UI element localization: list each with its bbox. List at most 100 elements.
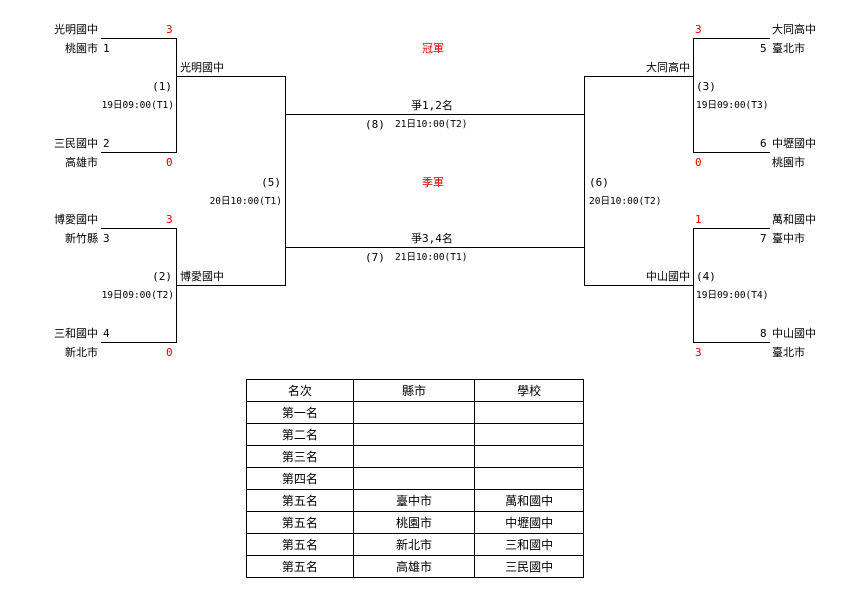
left-entry-1-school: 光明國中 — [54, 23, 98, 36]
match-7-number: (7) — [365, 251, 385, 264]
standings-header-row: 名次 縣市 學校 — [246, 379, 584, 402]
left-entry-2-score: 0 — [166, 156, 173, 169]
match-1-number: (1) — [152, 80, 172, 93]
school-cell: 三和國中 — [474, 533, 584, 556]
right-entry-1-seed: 5 — [760, 42, 767, 55]
match-8-time: 21日10:00(T2) — [395, 119, 468, 130]
match-2-winner: 博愛國中 — [180, 270, 224, 283]
rank-cell: 第一名 — [246, 401, 354, 424]
match-5-time: 20日10:00(T1) — [209, 196, 282, 207]
rank-cell: 第五名 — [246, 489, 354, 512]
standings-table: 名次 縣市 學校 第一名 第二名 第三名 第四名 第五名 臺中市 萬和國中 — [246, 379, 584, 578]
left-entry-3-seed: 3 — [103, 232, 110, 245]
left-entry-3-city: 新竹縣 — [65, 232, 98, 245]
left-entry-4-school: 三和國中 — [54, 327, 98, 340]
match-1-time: 19日09:00(T1) — [101, 100, 174, 111]
rank-cell: 第四名 — [246, 467, 354, 490]
match-2-time: 19日09:00(T2) — [101, 290, 174, 301]
right-entry-4-school: 中山國中 — [772, 327, 816, 340]
school-cell: 中壢國中 — [474, 511, 584, 534]
table-row: 第一名 — [246, 401, 584, 424]
bracket-line-m5 — [176, 76, 286, 286]
table-row: 第五名 高雄市 三民國中 — [246, 555, 584, 578]
right-entry-3-city: 臺中市 — [772, 232, 805, 245]
table-row: 第三名 — [246, 445, 584, 468]
match-2-number: (2) — [152, 270, 172, 283]
rank-cell: 第三名 — [246, 445, 354, 468]
right-entry-3-school: 萬和國中 — [772, 213, 816, 226]
rank-cell: 第五名 — [246, 555, 354, 578]
match-3-number: (3) — [696, 80, 716, 93]
right-entry-4-seed: 8 — [760, 327, 767, 340]
right-entry-3-seed: 7 — [760, 232, 767, 245]
school-cell: 三民國中 — [474, 555, 584, 578]
rank-cell: 第二名 — [246, 423, 354, 446]
right-entry-2-seed: 6 — [760, 137, 767, 150]
right-entry-1-school: 大同高中 — [772, 23, 816, 36]
city-cell — [352, 467, 476, 490]
header-rank: 名次 — [246, 379, 354, 402]
champion-title: 冠軍 — [422, 42, 444, 55]
left-entry-1-seed: 1 — [103, 42, 110, 55]
third-place-title: 季軍 — [422, 176, 444, 189]
city-cell: 高雄市 — [352, 555, 476, 578]
bracket-line-m4 — [693, 228, 770, 343]
table-row: 第五名 臺中市 萬和國中 — [246, 489, 584, 512]
school-cell — [474, 401, 584, 424]
city-cell — [352, 423, 476, 446]
right-entry-1-score: 3 — [695, 23, 702, 36]
match-6-number: (6) — [589, 176, 609, 189]
right-entry-4-city: 臺北市 — [772, 346, 805, 359]
city-cell — [352, 445, 476, 468]
table-row: 第二名 — [246, 423, 584, 446]
rank-cell: 第五名 — [246, 511, 354, 534]
left-entry-4-city: 新北市 — [65, 346, 98, 359]
match-4-time: 19日09:00(T4) — [696, 290, 769, 301]
match-7-time: 21日10:00(T1) — [395, 252, 468, 263]
left-entry-2-seed: 2 — [103, 137, 110, 150]
right-entry-2-score: 0 — [695, 156, 702, 169]
right-entry-2-school: 中壢國中 — [772, 137, 816, 150]
table-row: 第四名 — [246, 467, 584, 490]
match-5-number: (5) — [261, 176, 281, 189]
table-row: 第五名 新北市 三和國中 — [246, 533, 584, 556]
school-cell: 萬和國中 — [474, 489, 584, 512]
city-cell: 臺中市 — [352, 489, 476, 512]
city-cell — [352, 401, 476, 424]
school-cell — [474, 445, 584, 468]
match-6-time: 20日10:00(T2) — [589, 196, 662, 207]
bracket-line-m3 — [693, 38, 770, 153]
left-entry-1-score: 3 — [166, 23, 173, 36]
city-cell: 桃園市 — [352, 511, 476, 534]
left-entry-2-city: 高雄市 — [65, 156, 98, 169]
left-entry-4-score: 0 — [166, 346, 173, 359]
city-cell: 新北市 — [352, 533, 476, 556]
match-7-label: 爭3,4名 — [411, 232, 453, 245]
match-3-winner: 大同高中 — [646, 61, 690, 74]
left-entry-3-score: 3 — [166, 213, 173, 226]
left-entry-4-seed: 4 — [103, 327, 110, 340]
match-4-winner: 中山國中 — [646, 270, 690, 283]
rank-cell: 第五名 — [246, 533, 354, 556]
left-entry-3-school: 博愛國中 — [54, 213, 98, 226]
match-4-number: (4) — [696, 270, 716, 283]
match-8-number: (8) — [365, 118, 385, 131]
right-entry-1-city: 臺北市 — [772, 42, 805, 55]
school-cell — [474, 467, 584, 490]
right-entry-3-score: 1 — [695, 213, 702, 226]
match-1-winner: 光明國中 — [180, 61, 224, 74]
match-8-label: 爭1,2名 — [411, 99, 453, 112]
left-entry-1-city: 桃園市 — [65, 42, 98, 55]
school-cell — [474, 423, 584, 446]
header-city: 縣市 — [352, 379, 476, 402]
match-3-time: 19日09:00(T3) — [696, 100, 769, 111]
bracket-line-m2 — [101, 228, 177, 343]
bracket-line-m1 — [101, 38, 177, 153]
bracket-line-m6 — [584, 76, 694, 286]
header-school: 學校 — [474, 379, 584, 402]
left-entry-2-school: 三民國中 — [54, 137, 98, 150]
right-entry-4-score: 3 — [695, 346, 702, 359]
right-entry-2-city: 桃園市 — [772, 156, 805, 169]
